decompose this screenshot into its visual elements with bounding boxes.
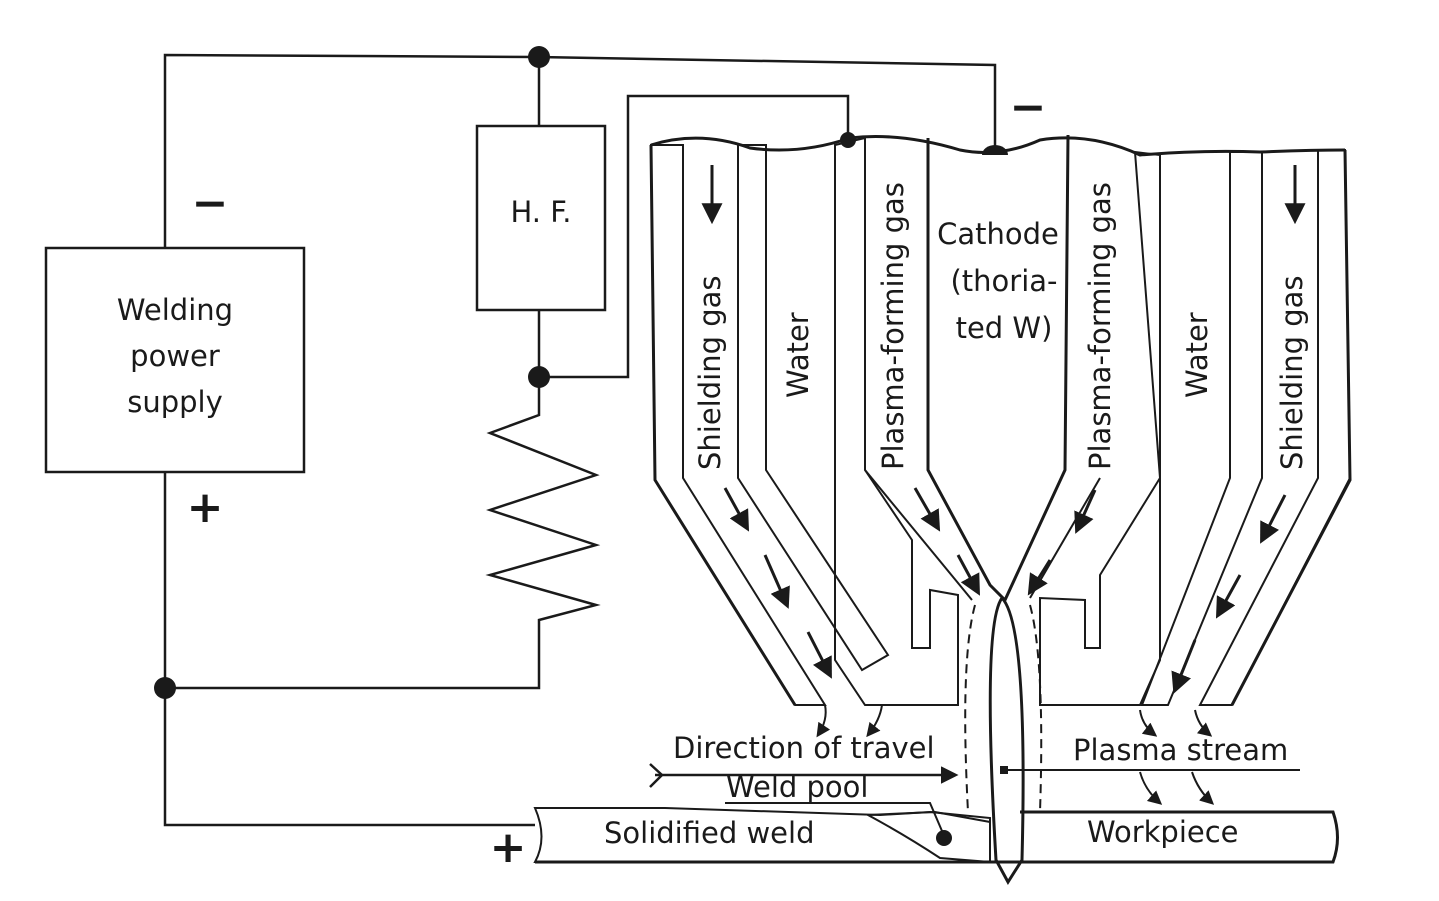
direction-arrow-tail: [649, 763, 664, 788]
label-plasma-stream: Plasma stream: [1073, 733, 1288, 767]
hf-box: [475, 124, 607, 312]
plasma-envelope-right: [1029, 604, 1043, 813]
power-supply-box: [44, 246, 306, 474]
junction-dot-top: [528, 46, 550, 68]
weld-pool-leader: [725, 802, 946, 839]
torch-top-break-line: [650, 135, 1346, 157]
plasma-envelope-left: [964, 604, 976, 813]
label-left-shielding-gas: Shielding gas: [693, 275, 727, 470]
flow-arrows: [701, 165, 1306, 805]
workpiece: [1020, 810, 1339, 864]
cathode-label-1: Cathode: [937, 217, 1059, 251]
power-supply-label-3: supply: [127, 385, 223, 419]
workpiece-plus: +: [490, 822, 527, 873]
weld-pool: [864, 810, 991, 864]
junction-dot-hf: [528, 366, 550, 388]
cathode-body: [926, 134, 1070, 603]
label-weld-pool: Weld pool: [726, 770, 868, 804]
torch: [649, 134, 1352, 706]
label-right-water: Water: [1180, 312, 1214, 398]
water-wall-left: [737, 144, 890, 672]
label-left-water: Water: [781, 312, 815, 398]
power-supply-plus: +: [187, 482, 224, 533]
label-solidified-weld: Solidified weld: [604, 816, 815, 850]
plasma-arc-column: [988, 595, 1025, 885]
hf-label: H. F.: [511, 195, 572, 229]
label-right-shielding-gas: Shielding gas: [1275, 275, 1309, 470]
cathode-label-3: ted W): [956, 311, 1053, 345]
label-workpiece: Workpiece: [1087, 815, 1239, 849]
power-supply-label-2: power: [130, 339, 220, 373]
power-supply-minus: −: [192, 178, 229, 229]
junction-dot-bottom: [154, 677, 176, 699]
power-supply-label-1: Welding: [117, 293, 233, 327]
cathode-label-2: (thoria-: [950, 264, 1057, 298]
cathode-minus: −: [1010, 82, 1047, 133]
label-right-plasma-gas: Plasma-forming gas: [1083, 182, 1117, 470]
label-left-plasma-gas: Plasma-forming gas: [876, 182, 910, 470]
circuit-wiring: [163, 53, 997, 827]
label-direction-of-travel: Direction of travel: [673, 731, 935, 765]
workpiece-assembly: [533, 595, 1339, 885]
